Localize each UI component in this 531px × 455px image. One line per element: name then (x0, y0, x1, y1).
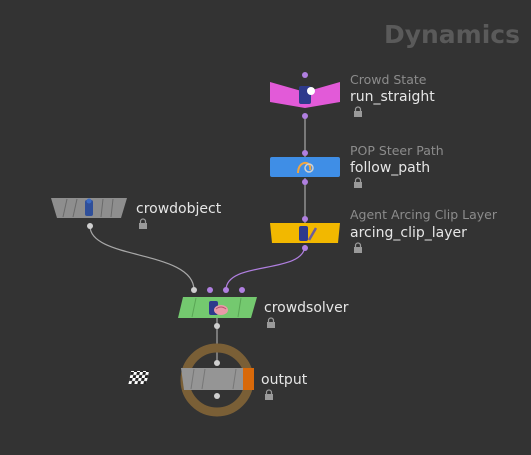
output-connector[interactable] (214, 393, 220, 399)
input-connector-1[interactable] (191, 287, 197, 293)
node-name-label[interactable]: crowdobject (136, 201, 222, 217)
node-stripes (190, 368, 237, 390)
display-flag[interactable] (243, 368, 254, 390)
wire-arcing-to-crowdsolver (225, 244, 306, 291)
lock-icon[interactable] (354, 177, 362, 188)
node-stripes (191, 297, 242, 318)
node-crowdsolver[interactable]: crowdsolver (178, 287, 349, 329)
wire-crowdobject-to-crowdsolver (89, 225, 195, 291)
node-arcing-clip-layer[interactable]: Agent Arcing Clip Layer arcing_clip_laye… (270, 207, 498, 253)
node-output[interactable]: output (128, 343, 308, 417)
node-follow-path[interactable]: POP Steer Path follow_path (270, 143, 444, 188)
node-name-label[interactable]: run_straight (350, 89, 435, 105)
input-connector-2[interactable] (207, 287, 213, 293)
checkered-flag-icon (128, 371, 150, 384)
node-type-label: POP Steer Path (350, 143, 444, 158)
crowd-agent-icon (299, 86, 315, 104)
output-connector[interactable] (302, 113, 308, 119)
node-type-label: Agent Arcing Clip Layer (350, 207, 498, 222)
node-name-label[interactable]: arcing_clip_layer (350, 225, 467, 241)
lock-icon[interactable] (354, 106, 362, 117)
agent-figure-icon (85, 198, 93, 216)
node-name-label[interactable]: output (261, 372, 308, 388)
output-connector[interactable] (302, 179, 308, 185)
node-stripes (62, 198, 114, 218)
solver-brain-icon (209, 301, 228, 315)
input-connector[interactable] (302, 72, 308, 78)
node-crowdobject[interactable]: crowdobject (51, 198, 222, 229)
steer-path-icon (297, 161, 314, 174)
input-connector[interactable] (302, 150, 308, 156)
lock-icon[interactable] (354, 242, 362, 253)
output-connector[interactable] (214, 323, 220, 329)
node-name-label[interactable]: follow_path (350, 160, 430, 176)
lock-icon[interactable] (267, 317, 275, 328)
agent-arc-icon (299, 226, 318, 241)
node-run-straight[interactable]: Crowd State run_straight (270, 72, 435, 119)
lock-icon[interactable] (139, 218, 147, 229)
context-title: Dynamics (384, 20, 520, 49)
input-connector-4[interactable] (239, 287, 245, 293)
node-name-label[interactable]: crowdsolver (264, 300, 349, 316)
output-connector[interactable] (87, 223, 93, 229)
node-type-label: Crowd State (350, 72, 427, 87)
input-connector[interactable] (302, 216, 308, 222)
lock-icon[interactable] (265, 389, 273, 400)
input-connector[interactable] (214, 360, 220, 366)
input-connector-3[interactable] (223, 287, 229, 293)
output-connector[interactable] (302, 245, 308, 251)
